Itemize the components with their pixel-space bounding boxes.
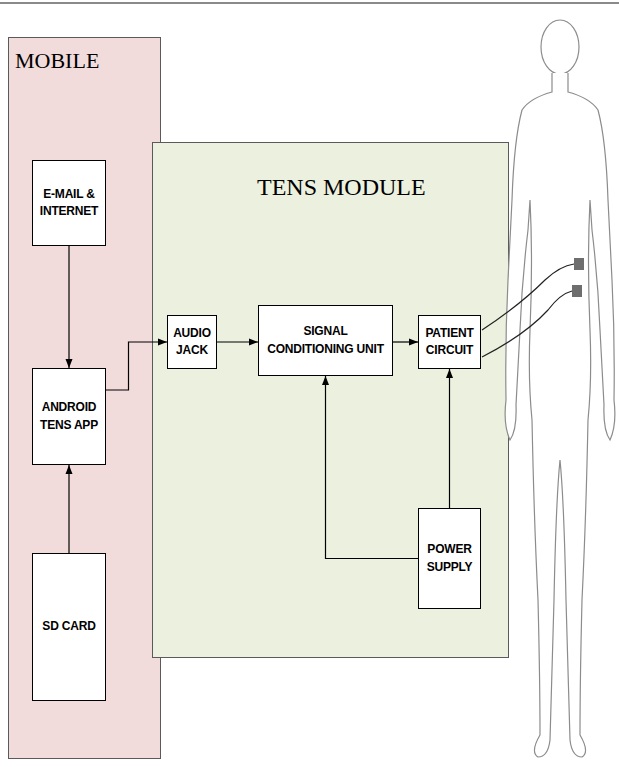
process-box: E-MAIL & INTERNET xyxy=(32,160,106,246)
arrow-connector xyxy=(68,246,69,368)
arrow-connector xyxy=(449,369,450,508)
box-label: SIGNAL CONDITIONING UNIT xyxy=(263,323,388,358)
process-box: PATIENT CIRCUIT xyxy=(418,315,481,369)
box-label: SD CARD xyxy=(42,618,95,635)
process-box: POWER SUPPLY xyxy=(418,508,481,609)
tens-module-panel: TENS MODULE AUDIO JACK SIGNAL CONDITIONING… xyxy=(152,142,509,658)
process-box: AUDIO JACK xyxy=(167,315,217,369)
figure-head xyxy=(541,20,579,74)
box-label: ANDROID TENS APP xyxy=(37,399,101,434)
box-label: AUDIO JACK xyxy=(172,325,212,360)
box-label: PATIENT CIRCUIT xyxy=(423,325,476,360)
panel-title: MOBILE xyxy=(15,50,99,72)
arrow-connector xyxy=(217,341,258,342)
process-box: ANDROID TENS APP xyxy=(32,368,106,465)
top-rule xyxy=(0,2,619,4)
process-box: SIGNAL CONDITIONING UNIT xyxy=(258,305,393,376)
arrow-connector xyxy=(393,341,418,342)
figure-body xyxy=(505,73,615,757)
box-label: POWER SUPPLY xyxy=(423,541,476,576)
arrow-connector xyxy=(68,465,69,553)
panel-title: TENS MODULE xyxy=(257,175,426,199)
mobile-panel: MOBILE E-MAIL & INTERNET ANDROID TENS APP S… xyxy=(8,37,161,759)
electrode-pad xyxy=(574,258,584,270)
box-label: E-MAIL & INTERNET xyxy=(37,186,101,221)
electrode-pad xyxy=(572,285,582,297)
process-box: SD CARD xyxy=(32,553,106,701)
